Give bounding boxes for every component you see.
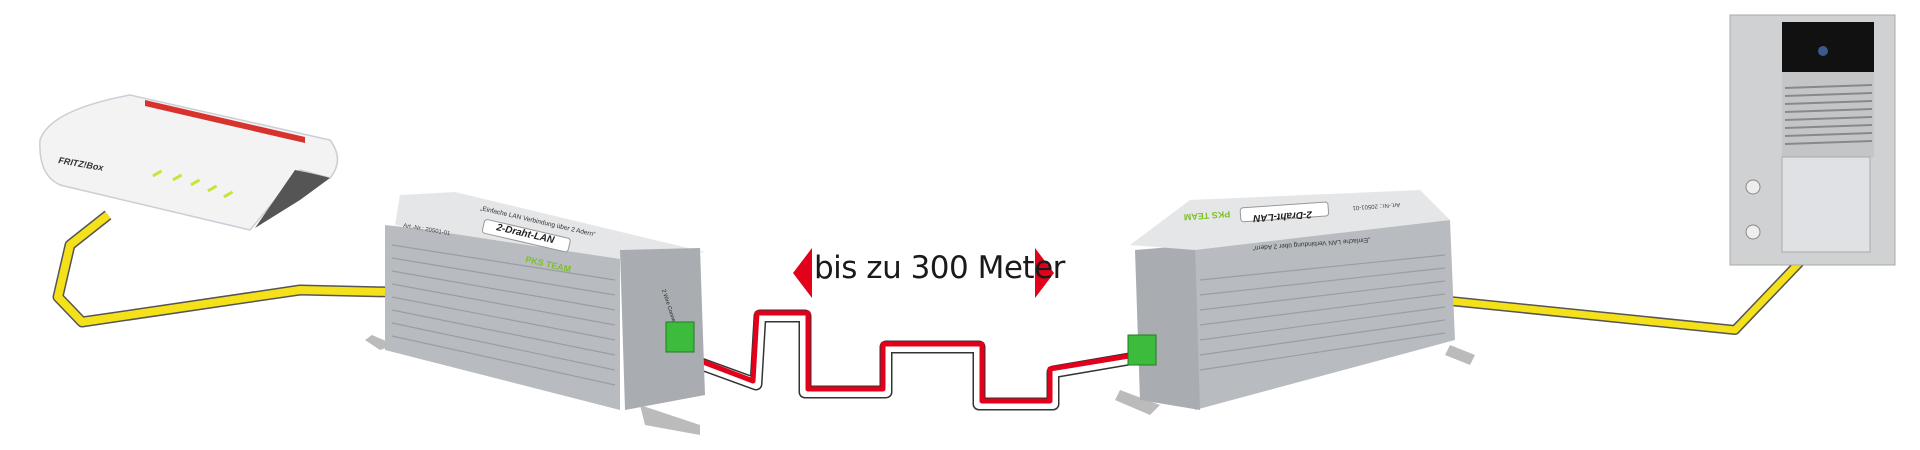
door-intercom bbox=[1729, 14, 1896, 266]
mounting-bracket bbox=[1115, 390, 1160, 415]
mounting-bracket bbox=[640, 405, 700, 435]
router: FRITZ!Box bbox=[39, 94, 339, 231]
adapter-left: „Einfache LAN Verbindung über 2 Adern“ 2… bbox=[365, 192, 705, 435]
adapter-right-product-name: 2-Draht-LAN bbox=[1252, 208, 1313, 223]
ethernet-cable-left bbox=[52, 210, 391, 328]
adapter-right-brand: PKS TEAM bbox=[1183, 209, 1230, 222]
router-leds bbox=[152, 169, 234, 199]
distance-label: bis zu 300 Meter bbox=[814, 250, 1065, 286]
camera-icon bbox=[1818, 46, 1828, 56]
terminal-block-connector bbox=[1127, 334, 1157, 366]
name-plate bbox=[1781, 156, 1871, 253]
adapter-right-article-no: Art.-Nr.: 20501-01 bbox=[1352, 201, 1401, 210]
two-wire-cable bbox=[687, 309, 1137, 411]
bell-button bbox=[1745, 224, 1761, 240]
terminal-block-connector bbox=[665, 321, 695, 353]
router-red-stripe bbox=[145, 100, 305, 143]
arrow-right-icon bbox=[1035, 248, 1054, 298]
ethernet-cable-right bbox=[1439, 258, 1804, 335]
camera-panel bbox=[1782, 22, 1874, 72]
arrow-left-icon bbox=[793, 248, 812, 298]
bell-button bbox=[1745, 179, 1761, 195]
adapter-right: „Einfache LAN Verbindung über 2 Adern“ 2… bbox=[1115, 190, 1475, 415]
